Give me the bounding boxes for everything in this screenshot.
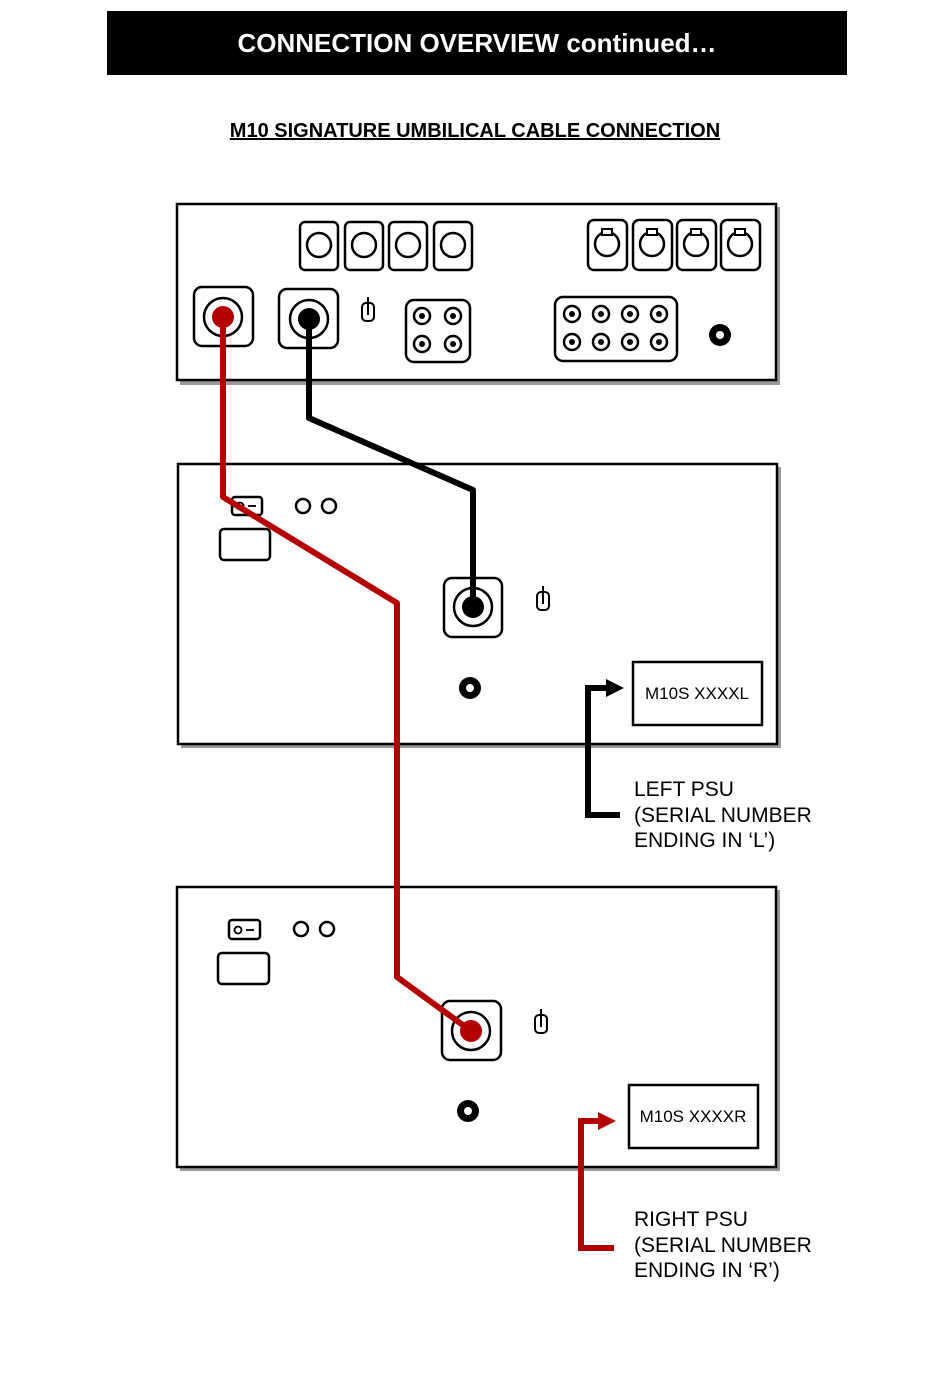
iec-inlet [218, 527, 272, 562]
main-unit [175, 202, 780, 385]
note-line: ENDING IN ‘R’) [634, 1259, 780, 1282]
red-umbilical-cable [212, 306, 482, 1042]
ground-terminal-icon [361, 297, 375, 322]
speaker-terminals-large [553, 295, 679, 363]
indicator-led [318, 920, 336, 938]
indicator-led [294, 497, 312, 515]
left-psu-note: LEFT PSU (SERIAL NUMBER ENDING IN ‘L’) [634, 778, 812, 852]
speaker-terminals-small [404, 298, 472, 364]
black-umbilical-cable [298, 308, 484, 618]
note-line: (SERIAL NUMBER [634, 1234, 812, 1257]
header-title: CONNECTION OVERVIEW continued… [237, 27, 717, 58]
left-serial-number: M10S XXXXL [645, 684, 749, 703]
left-psu-arrow [585, 679, 624, 818]
power-switch-icon [227, 918, 262, 941]
header-banner: CONNECTION OVERVIEW continued… [107, 11, 847, 75]
indicator-led [320, 497, 338, 515]
note-line: (SERIAL NUMBER [634, 804, 812, 827]
xlr-inputs [586, 218, 762, 272]
ground-terminal-icon [536, 586, 550, 611]
trigger-jack [459, 677, 481, 699]
iec-inlet [216, 951, 271, 986]
right-serial-number: M10S XXXXR [640, 1107, 747, 1126]
trigger-jack [457, 1100, 479, 1122]
ground-terminal-icon [534, 1009, 548, 1034]
right-psu-arrow [578, 1112, 616, 1251]
note-line: RIGHT PSU [634, 1208, 748, 1231]
rca-inputs [298, 220, 474, 272]
diagram-subtitle: M10 SIGNATURE UMBILICAL CABLE CONNECTION [229, 120, 721, 142]
note-line: ENDING IN ‘L’) [634, 829, 775, 852]
serial-label-box [631, 660, 764, 727]
indicator-led [292, 920, 310, 938]
note-line: LEFT PSU [634, 778, 734, 801]
left-psu-unit: M10S XXXXL [176, 462, 781, 748]
right-psu-note: RIGHT PSU (SERIAL NUMBER ENDING IN ‘R’) [634, 1208, 812, 1282]
trigger-jack [709, 324, 731, 346]
serial-label-box [627, 1083, 760, 1150]
